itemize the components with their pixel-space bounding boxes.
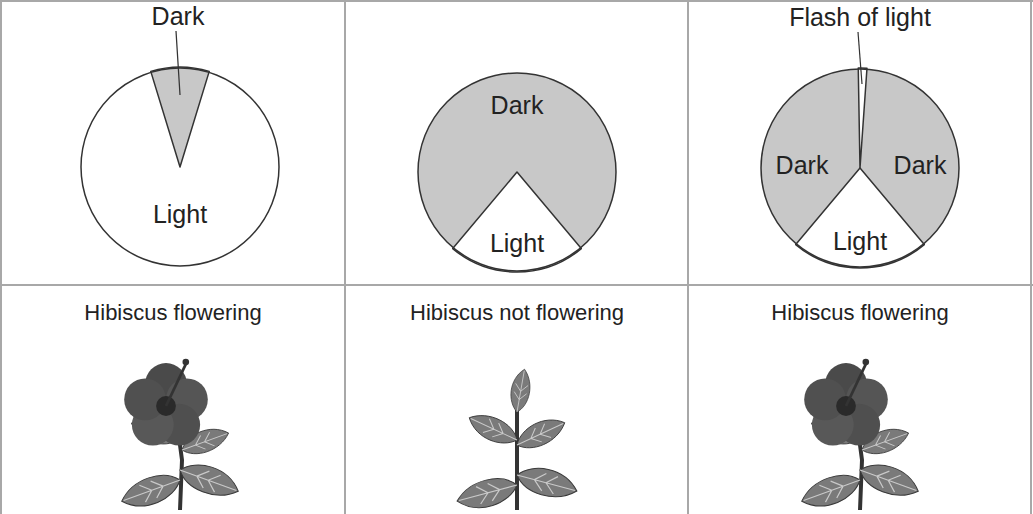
pie-sector — [151, 67, 209, 167]
pie-outline — [80, 67, 280, 267]
period-label: Dark — [776, 152, 829, 180]
leader-line — [858, 32, 862, 84]
pie-border — [81, 68, 279, 266]
period-label: Flash of light — [789, 4, 931, 32]
pie-sector — [796, 168, 925, 268]
pie-border — [761, 69, 959, 267]
pie-sector — [453, 172, 582, 272]
leader-line — [176, 31, 180, 95]
table-cell-caption: Hibiscus flowering — [84, 300, 261, 326]
pie-sector — [858, 68, 867, 168]
period-label: Dark — [152, 3, 205, 31]
period-label: Dark — [491, 92, 544, 120]
photoperiod-pie: DarkLight — [417, 72, 617, 272]
pie-border — [418, 73, 616, 271]
pie-base — [81, 68, 279, 266]
period-label: Light — [153, 201, 207, 229]
photoperiod-pie: Flash of lightDarkDarkLight — [760, 68, 960, 268]
photoperiod-pie: DarkLight — [80, 67, 280, 267]
pie-base — [761, 69, 959, 267]
period-label: Light — [833, 228, 887, 256]
table-cell-caption: Hibiscus not flowering — [410, 300, 624, 326]
period-label: Dark — [894, 152, 947, 180]
table-cell-caption: Hibiscus flowering — [771, 300, 948, 326]
pie-base — [418, 73, 616, 271]
period-label: Light — [490, 230, 544, 258]
